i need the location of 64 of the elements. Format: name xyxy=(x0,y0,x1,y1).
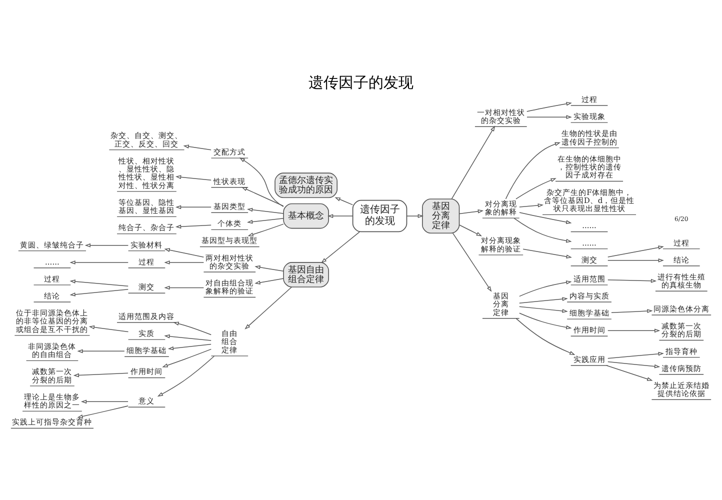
arrow xyxy=(321,231,360,263)
arrow xyxy=(505,142,561,199)
arrow xyxy=(168,343,212,350)
diagram-title: 遗传因子的发现 xyxy=(308,72,414,91)
arrow xyxy=(246,207,284,214)
arrow xyxy=(241,186,284,206)
arrow xyxy=(452,232,492,292)
arrow xyxy=(526,114,572,119)
arrow xyxy=(84,242,129,247)
arrow xyxy=(519,202,544,207)
arrow xyxy=(175,224,212,228)
arrow xyxy=(248,223,284,236)
arrow xyxy=(164,285,204,290)
arrow xyxy=(334,196,354,205)
arrow xyxy=(406,214,424,218)
arrow xyxy=(88,324,129,332)
arrow xyxy=(611,308,653,313)
arrow xyxy=(246,218,284,224)
arrow xyxy=(526,101,572,112)
arrow xyxy=(514,217,572,242)
node-box: 基因分离定律 xyxy=(422,198,460,233)
arrow xyxy=(239,156,284,207)
arrow xyxy=(522,248,572,258)
arrow xyxy=(606,364,653,380)
arrow xyxy=(459,208,484,214)
arrow xyxy=(70,260,128,264)
arrow xyxy=(244,286,292,329)
arrow xyxy=(519,280,572,296)
arrow xyxy=(162,348,212,367)
arrow xyxy=(73,372,128,377)
arrow xyxy=(164,260,204,264)
arrow xyxy=(519,312,572,329)
arrow xyxy=(459,224,482,236)
arrow xyxy=(608,258,664,262)
node-box: 基因自由组合定律 xyxy=(283,262,329,287)
arrow xyxy=(70,279,128,286)
arrow xyxy=(183,144,212,150)
arrow xyxy=(451,125,496,199)
arrow xyxy=(516,318,576,354)
arrow xyxy=(164,334,212,340)
arrow xyxy=(254,278,284,284)
arrow xyxy=(608,278,657,282)
arrow xyxy=(608,351,664,358)
arrow xyxy=(254,264,284,272)
arrow xyxy=(519,296,568,303)
arrow xyxy=(328,214,354,218)
arrow xyxy=(80,399,128,404)
arrow xyxy=(175,204,212,209)
arrow xyxy=(519,306,568,312)
arrow xyxy=(608,328,660,332)
arrow xyxy=(77,405,128,418)
node-box: 孟德尔遗传实验成功的原因 xyxy=(274,172,338,198)
arrow xyxy=(164,248,204,258)
arrow xyxy=(175,174,212,180)
arrow xyxy=(70,288,128,296)
arrow xyxy=(516,178,556,199)
arrow xyxy=(77,348,125,353)
arrow xyxy=(519,212,572,224)
arrow xyxy=(608,360,660,368)
arrow xyxy=(173,321,212,335)
node-box: 遗传因子的发现 xyxy=(352,199,408,232)
arrow xyxy=(157,355,215,396)
node-box: 基本概念 xyxy=(283,202,329,228)
arrow xyxy=(608,245,664,257)
